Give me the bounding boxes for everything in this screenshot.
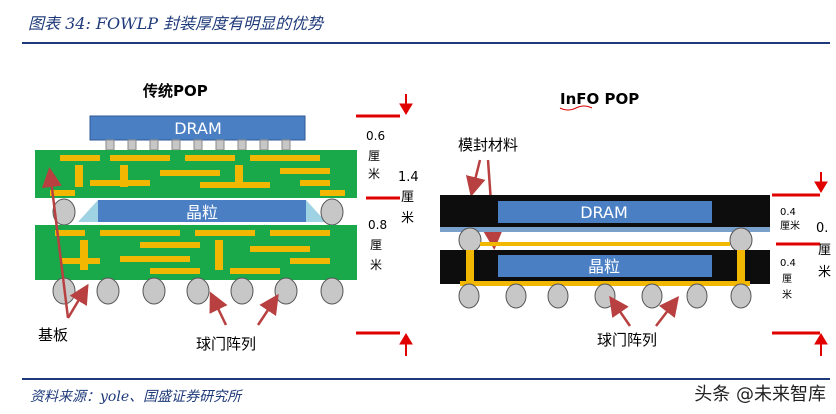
left-substrate-label: 基板 — [38, 326, 68, 344]
right-dram-label: DRAM — [580, 203, 628, 222]
bga-arrow-right-2 — [655, 296, 680, 327]
svg-text:0.4: 0.4 — [780, 207, 796, 218]
svg-text:0.6: 0.6 — [366, 129, 385, 143]
right-molding-label: 模封材料 — [458, 136, 518, 154]
left-upper-traces — [50, 155, 345, 196]
right-die-label: 晶粒 — [588, 257, 620, 276]
footer-rule — [22, 378, 830, 380]
left-thickness-total: 1.4 厘 米 — [398, 170, 419, 226]
left-dram-label: DRAM — [174, 119, 222, 138]
right-pop-balls — [458, 227, 753, 253]
substrate-arrow — [41, 167, 70, 319]
svg-text:厘: 厘 — [782, 273, 792, 285]
left-bga-label: 球门阵列 — [196, 335, 256, 353]
right-title-underline — [559, 105, 593, 111]
right-thickness-top: 0.4 厘米 — [780, 207, 800, 232]
svg-text:1.4: 1.4 — [398, 170, 419, 185]
svg-text:米: 米 — [818, 265, 831, 280]
left-thickness-bottom: 0.8 厘 米 — [368, 218, 387, 272]
left-top-bumps — [105, 139, 291, 151]
svg-text:米: 米 — [782, 288, 792, 301]
watermark: 头条 @未来智库 — [694, 384, 826, 405]
left-dram-chip — [89, 115, 306, 141]
figure-title: 图表 34: FOWLP 封装厚度有明显的优势 — [28, 14, 324, 33]
svg-text:0.: 0. — [816, 221, 828, 236]
svg-text:米: 米 — [368, 167, 380, 181]
left-die-label: 晶粒 — [186, 203, 218, 222]
right-thickness-total: 0. 厘 米 — [816, 221, 831, 280]
right-thickness-markers — [772, 172, 828, 356]
right-die-chip — [498, 255, 712, 277]
substrate-arrow-2 — [66, 283, 89, 319]
right-bga-balls — [458, 283, 752, 309]
source-note: 资料来源：yole、国盛证券研究所 — [30, 389, 242, 405]
svg-text:米: 米 — [401, 211, 414, 226]
svg-text:米: 米 — [370, 258, 382, 272]
header-rule — [22, 42, 830, 44]
bga-arrow-left-2 — [256, 293, 279, 326]
svg-text:厘: 厘 — [401, 190, 414, 205]
left-thickness-top: 0.6 厘 米 — [366, 129, 385, 181]
left-pop-balls — [52, 198, 344, 226]
bga-arrow-right-1 — [609, 295, 632, 327]
right-bga-label: 球门阵列 — [597, 331, 657, 349]
svg-text:0.4: 0.4 — [780, 258, 796, 269]
left-title: 传统POP — [142, 82, 208, 100]
right-title: InFO POP — [560, 90, 639, 108]
molding-arrow-1 — [465, 159, 486, 197]
svg-text:厘: 厘 — [370, 238, 382, 252]
svg-text:厘: 厘 — [818, 243, 831, 258]
right-upper-redistribution — [440, 227, 770, 232]
right-thickness-bottom: 0.4 厘 米 — [780, 258, 796, 301]
left-bga-balls — [52, 277, 344, 305]
svg-text:厘米: 厘米 — [780, 219, 800, 232]
left-lower-traces — [55, 230, 330, 274]
right-upper-gold-line — [480, 242, 730, 246]
right-dram-chip — [498, 201, 712, 223]
left-thickness-markers — [356, 94, 413, 356]
svg-text:厘: 厘 — [368, 149, 380, 163]
svg-text:0.8: 0.8 — [368, 218, 387, 232]
left-die-chip — [98, 200, 306, 222]
bga-arrow-left-1 — [209, 291, 228, 326]
